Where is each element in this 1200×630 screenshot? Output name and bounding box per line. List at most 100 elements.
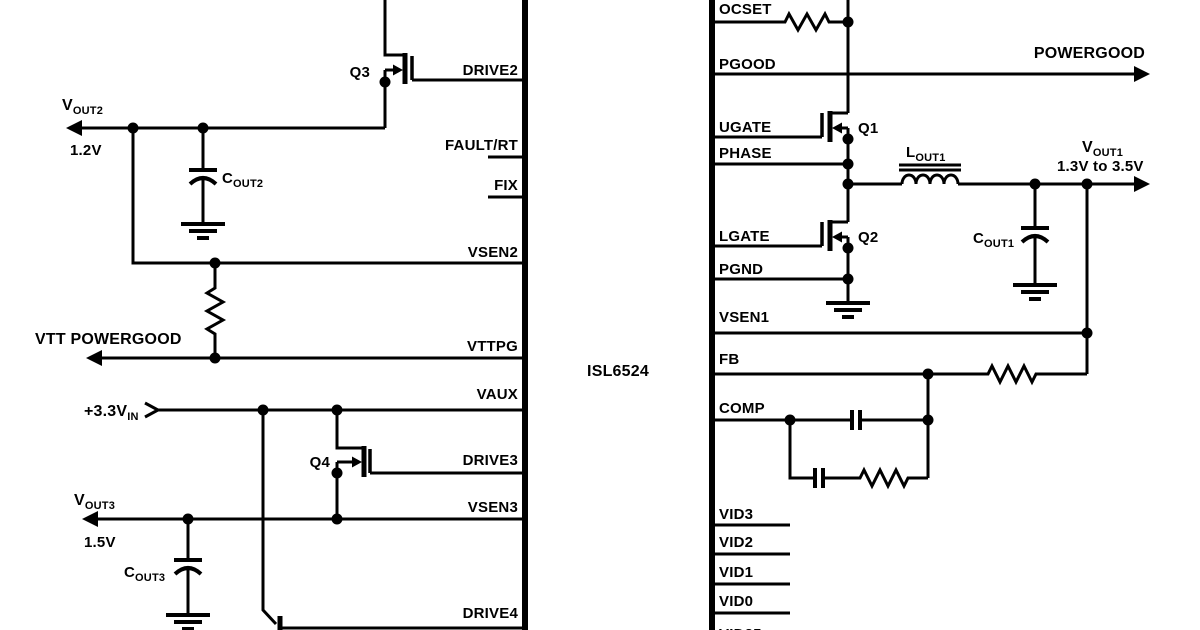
input-chevron-icon: [144, 401, 162, 419]
q2-label: Q2: [858, 229, 878, 246]
cout3-label: COUT3: [124, 564, 165, 584]
vttpg-arrow-icon: [86, 350, 102, 366]
cout1-label: COUT1: [973, 230, 1014, 250]
pin-label-lgate: LGATE: [719, 228, 770, 245]
vttpg-net: VTT POWERGOOD: [35, 257, 522, 366]
vttpg-resistor: [203, 263, 227, 358]
pin-label-pgood: PGOOD: [719, 56, 776, 73]
cout2-capacitor: COUT2: [181, 128, 263, 240]
pin-label-fix: FIX: [494, 177, 518, 194]
pin-label-drive2: DRIVE2: [463, 62, 518, 79]
q3-drain-lead: [383, 0, 405, 57]
vout1-range: 1.3V to 3.5V: [1057, 158, 1144, 175]
junction-dot: [842, 133, 854, 145]
pin-label-vttpg: VTTPG: [467, 338, 518, 355]
vout1-label: VOUT1: [1082, 139, 1123, 159]
cout2-label: COUT2: [222, 170, 263, 190]
junction-dot: [842, 158, 854, 170]
cout3-capacitor: COUT3: [124, 519, 210, 630]
right-pin-labels: OCSET PGOOD UGATE PHASE LGATE PGND VSEN1…: [715, 1, 790, 630]
ic-part-number: ISL6524: [587, 363, 649, 380]
cout2-plate-curved: [188, 176, 218, 186]
q3-mosfet: Q3: [350, 0, 522, 128]
vout2-value: 1.2V: [70, 142, 102, 159]
comp-lower-left-wire: [788, 420, 813, 480]
q1-mosfet: Q1: [715, 111, 878, 222]
pgood-net: POWERGOOD: [715, 45, 1150, 82]
pin-label-phase: PHASE: [719, 145, 772, 162]
vout2-label: VOUT2: [62, 97, 103, 117]
ocset-resistor: [715, 10, 848, 34]
vout2-arrow-icon: [66, 120, 82, 136]
pin-label-drive4: DRIVE4: [463, 605, 519, 622]
junction-dot: [1081, 327, 1093, 339]
pin-label-vsen2: VSEN2: [468, 244, 518, 261]
cout1-plate-curved: [1020, 234, 1050, 244]
vout2-net: VOUT2 1.2V: [62, 97, 522, 265]
comp-network: [715, 374, 934, 490]
cout3-plate-curved: [173, 566, 203, 576]
pin-label-vsen1: VSEN1: [719, 309, 769, 326]
powergood-arrow-icon: [1134, 66, 1150, 82]
q5-drain-lead: [261, 410, 278, 626]
q4-arrow-icon: [352, 456, 362, 468]
pin-label-fault-rt: FAULT/RT: [445, 137, 518, 154]
ground-symbol: [181, 222, 225, 240]
pin-label-vid0: VID0: [719, 593, 753, 610]
junction-dot: [842, 242, 854, 254]
cout1-capacitor: COUT1: [973, 184, 1057, 301]
powergood-label: POWERGOOD: [1034, 45, 1145, 62]
pin-label-fb: FB: [719, 351, 739, 368]
q2-mosfet: Q2: [715, 220, 878, 319]
ground-symbol: [1013, 283, 1057, 301]
q4-label: Q4: [310, 454, 331, 471]
pin-label-vsen3: VSEN3: [468, 499, 518, 516]
junction-dot: [842, 273, 854, 285]
junction-dot: [331, 467, 343, 479]
vout3-label: VOUT3: [74, 492, 115, 512]
lout1-inductor-coil: [900, 173, 960, 185]
pin-label-vid3: VID3: [719, 506, 753, 523]
pin-label-vid25: VID25: [719, 626, 762, 630]
q3-arrow-icon: [393, 64, 403, 76]
junction-dot: [331, 513, 343, 525]
vin-net: +3.3VIN: [84, 401, 522, 423]
q2-arrow-icon: [832, 231, 842, 243]
q5-label: Q5: [238, 628, 258, 630]
pin-label-ugate: UGATE: [719, 119, 771, 136]
ic-left-edge: [522, 0, 528, 630]
comp-capacitor-upper: [850, 410, 862, 430]
vout3-arrow-icon: [82, 511, 98, 527]
junction-dot: [379, 76, 391, 88]
feedback-net: [715, 184, 1093, 386]
pin-label-comp: COMP: [719, 400, 765, 417]
wire-vsen2: [131, 128, 522, 265]
pin-label-vaux: VAUX: [477, 386, 518, 403]
q3-label: Q3: [350, 64, 370, 81]
ic-right-edge: [709, 0, 715, 630]
ocset-net: [715, 0, 854, 113]
comp-resistor: [825, 466, 928, 490]
left-pin-labels: DRIVE2 FAULT/RT FIX VSEN2 VTTPG VAUX DRI…: [445, 62, 522, 622]
pin-label-vid1: VID1: [719, 564, 753, 581]
lout1-label: LOUT1: [906, 144, 946, 164]
pin-label-pgnd: PGND: [719, 261, 763, 278]
q1-arrow-icon: [832, 122, 842, 134]
vout3-net: VOUT3 1.5V: [74, 492, 522, 551]
ground-symbol: [166, 613, 210, 630]
lout1-inductor-core: [899, 163, 961, 172]
vout3-value: 1.5V: [84, 534, 116, 551]
pin-label-drive3: DRIVE3: [463, 452, 518, 469]
ground-symbol: [826, 301, 870, 319]
vout1-arrow-icon: [1134, 176, 1150, 192]
comp-capacitor-lower: [813, 468, 825, 488]
vtt-powergood-label: VTT POWERGOOD: [35, 331, 182, 348]
q4-drain-lead: [335, 410, 364, 450]
ic-isl6524: ISL6524: [522, 0, 715, 630]
vout1-net: LOUT1 VOUT1 1.3V to 3.5V: [842, 139, 1150, 192]
q4-mosfet: Q4: [310, 410, 522, 519]
vin-label: +3.3VIN: [84, 403, 139, 423]
pin-label-vid2: VID2: [719, 534, 753, 551]
q1-label: Q1: [858, 120, 878, 137]
